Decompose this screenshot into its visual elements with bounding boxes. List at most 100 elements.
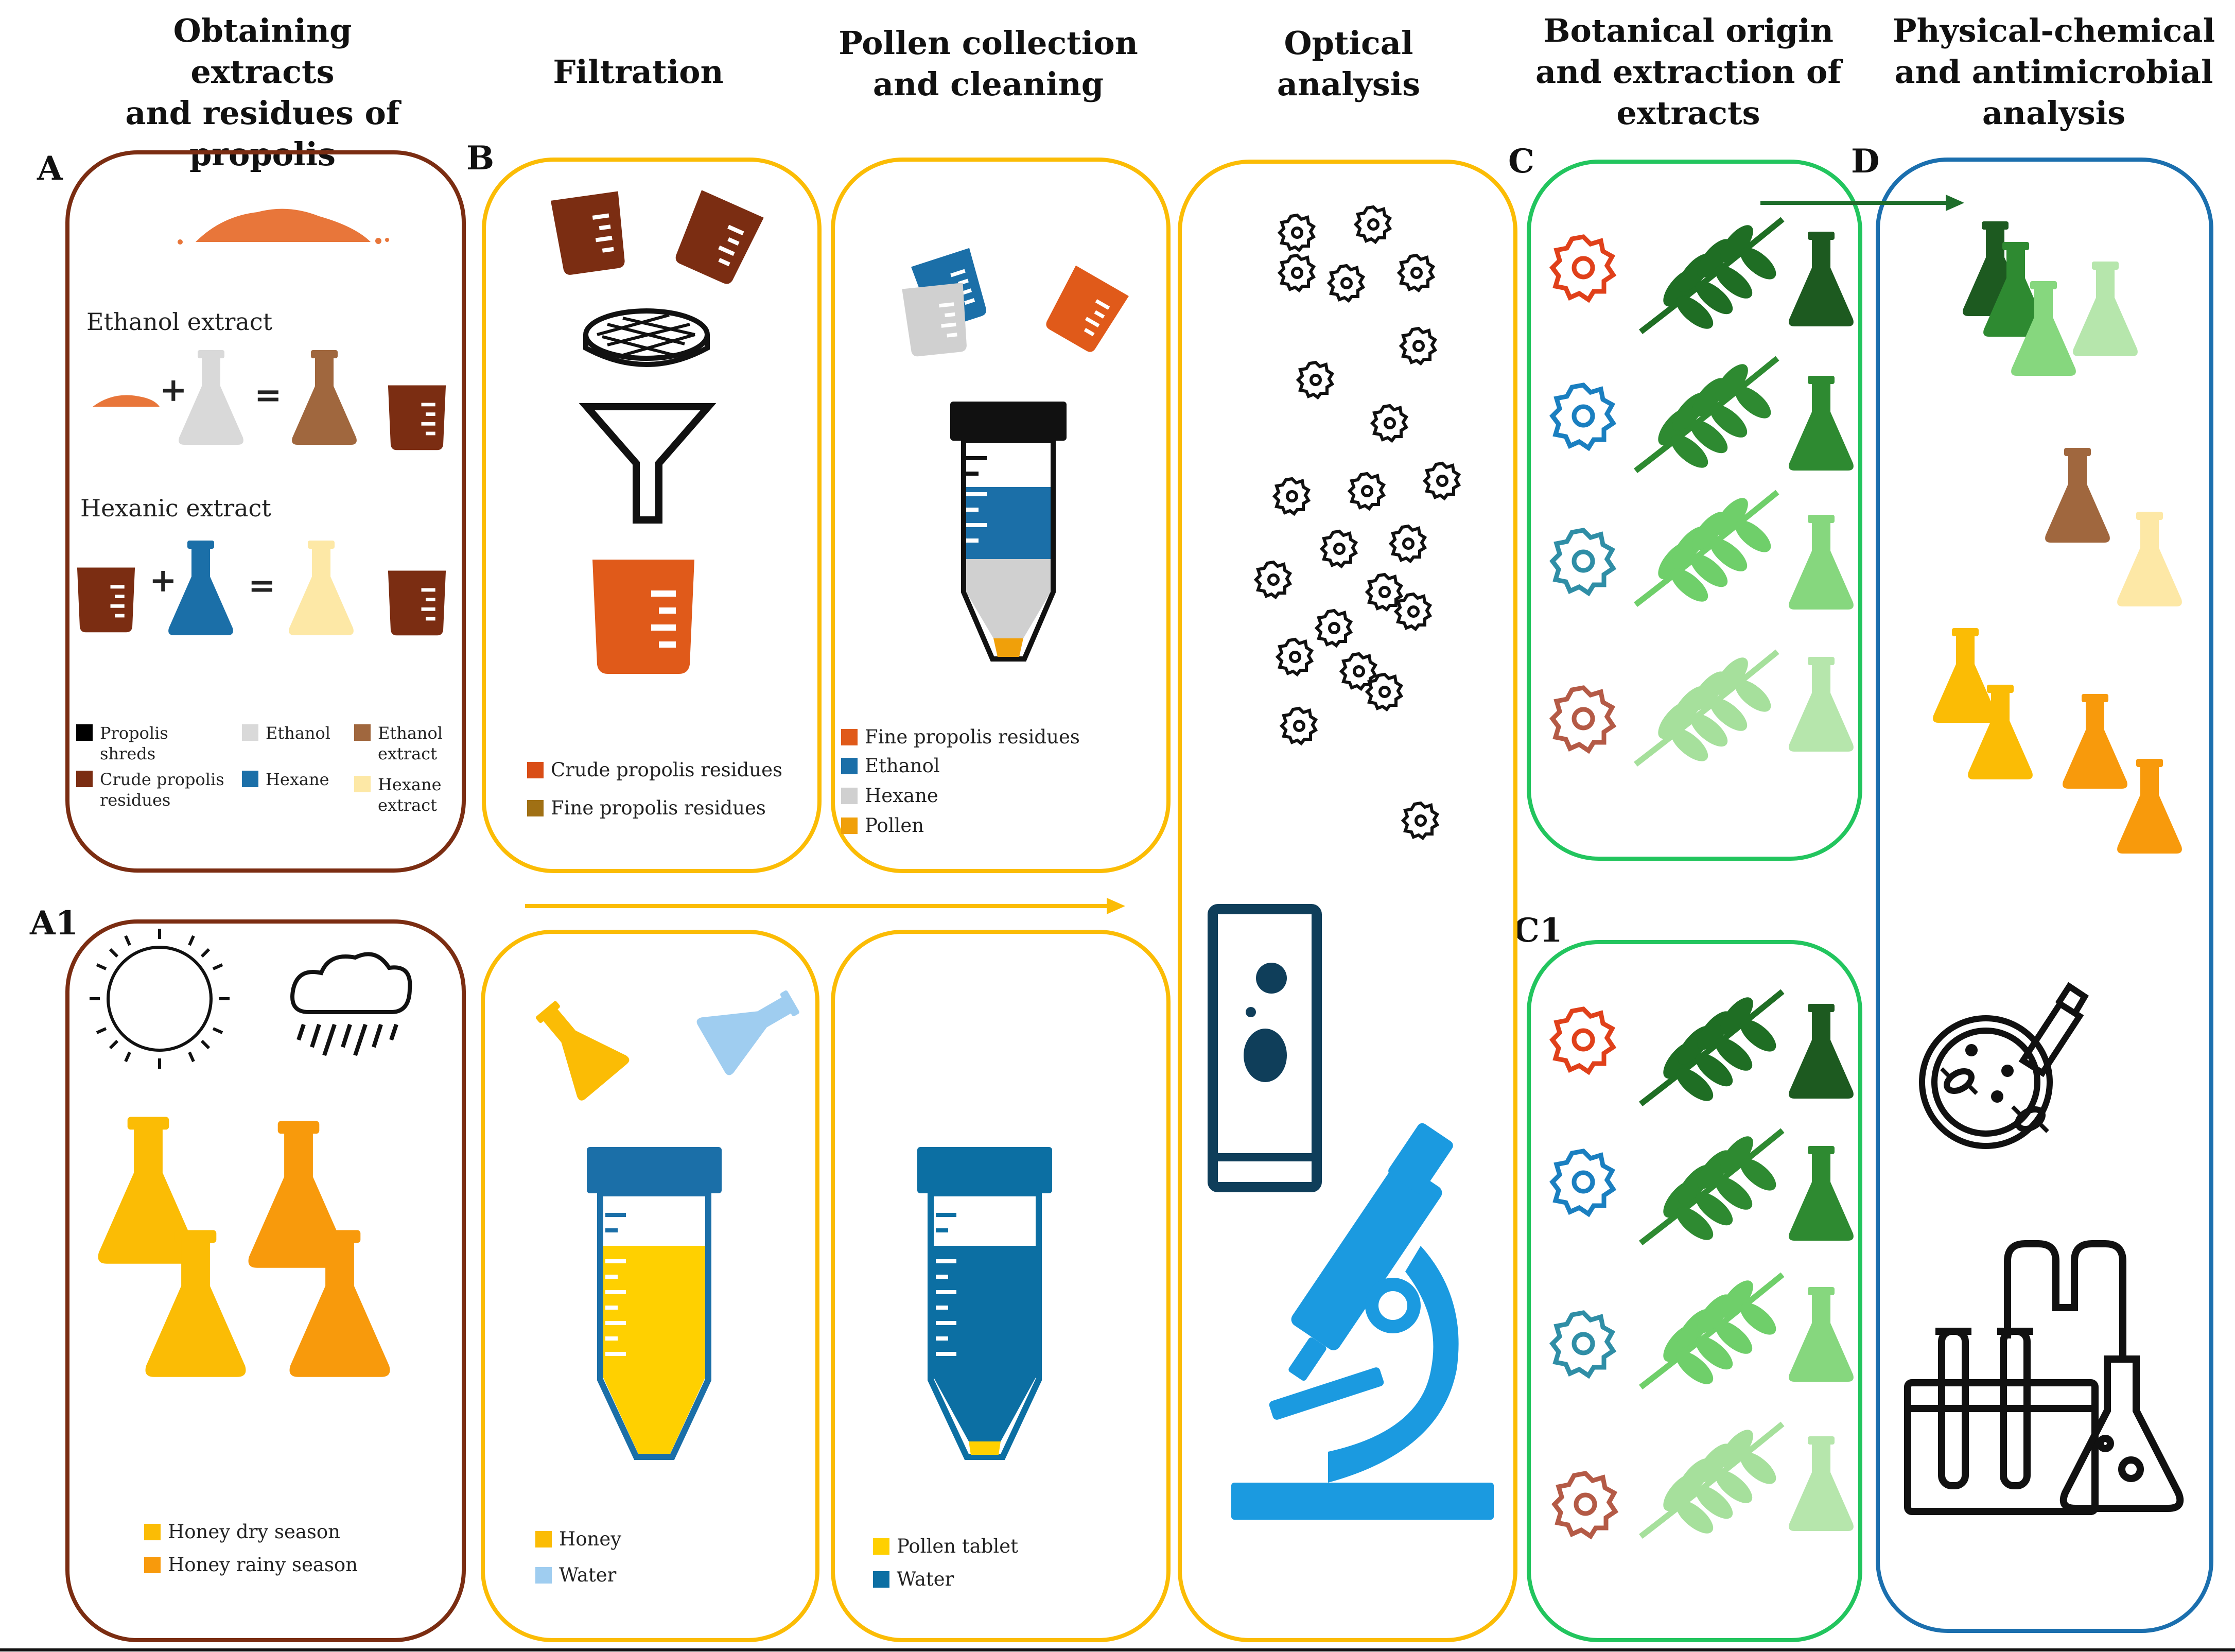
legend-pollen1-tablet: Pollen tablet [873,1535,1018,1558]
panel-b1 [481,930,819,1642]
legend-crude-propolis: Crude propolis residues [76,769,241,810]
header-optical-analysis: Optical analysis [1277,24,1421,103]
honey-tube-icon [587,1147,722,1460]
crude-beaker-icon-2 [77,567,135,633]
pollen-teal-icon-2 [1552,1313,1613,1376]
leaf-icon-5 [1641,992,1783,1106]
leaf-icon-4 [1636,652,1778,767]
panel-pollen [831,158,1171,873]
funnel-icon [579,403,717,524]
ethanol-extract-flask-icon [292,350,357,445]
rain-cloud-icon [290,952,412,1056]
leaf-icon-7 [1641,1275,1783,1389]
pollen-teal-icon [1552,530,1613,593]
legend-hexane-extract: Hexane extract [354,774,462,815]
legend-swatch [873,1538,889,1555]
tilted-beaker-icon-2 [670,190,764,288]
panel-pollen1 [831,930,1171,1642]
letter-c1: C1 [1513,911,1563,950]
plus-sign-1: + [160,371,187,409]
panel-a [65,150,466,873]
legend-swatch [354,776,371,792]
equals-sign-2: = [248,566,276,605]
pollen-blue-icon [1552,385,1613,448]
hexanic-extract-label: Hexanic extract [80,494,271,522]
legend-propolis-shreds: Propolis shreds [76,723,225,764]
header-filtration: Filtration [553,53,724,91]
leaf-icon-8 [1641,1424,1783,1539]
legend-swatch [535,1567,552,1584]
pollen-blue-icon-2 [1552,1151,1613,1214]
panel-c [1527,160,1862,861]
d-flask-orange-icon [2063,694,2127,789]
lab-equipment-icon [1904,1240,2184,1515]
d-flask-pale-green-icon [2073,262,2138,356]
pollen-brown-icon [1552,688,1613,751]
legend-ethanol-extract: Ethanol extract [354,723,462,764]
tilted-beaker-icon [550,191,629,276]
flask-light-green-icon-2 [1789,1287,1854,1382]
letter-a: A [37,149,63,188]
legend-swatch [76,771,93,787]
flask-green-icon-2 [1789,1146,1854,1241]
legend-honey-dry: Honey dry season [144,1521,340,1543]
letter-d: D [1851,142,1880,181]
legend-b1-honey: Honey [535,1528,621,1551]
legend-swatch [144,1524,161,1540]
hexane-flask-icon [168,541,233,635]
orange-beaker-icon [592,560,694,674]
panel-optical [1178,160,1517,1642]
sieve-icon [583,308,710,367]
legend-b-fine: Fine propolis residues [527,797,766,820]
bottom-rule [0,1648,2235,1651]
legend-b1-water: Water [535,1564,616,1587]
ethanol-extract-label: Ethanol extract [86,308,273,336]
leaf-icon-1 [1641,219,1783,334]
flask-green-icon [1789,376,1854,471]
legend-pollen-fine: Fine propolis residues [841,726,1080,749]
orange-beaker-icon-2 [1041,265,1129,356]
header-physical-chemical: Physical-chemical and antimicrobial anal… [1892,12,2215,132]
panel-a1 [65,919,466,1642]
microscope-icon [1231,1123,1494,1520]
pollen-tablet-tube-icon [917,1147,1052,1460]
legend-swatch [242,771,258,787]
crude-beaker-icon-3 [388,570,446,636]
flask-dark-green-icon [1789,232,1854,326]
legend-swatch [841,729,858,745]
legend-pollen-hexane: Hexane [841,785,938,807]
ethanol-flask-icon [179,350,243,445]
petri-dish-icon [1919,982,2089,1149]
yellow-flow-arrow [525,898,1125,914]
leaf-icon-2 [1636,358,1778,473]
header-pollen-collection: Pollen collection and cleaning [839,24,1138,103]
pollen-grains-group [1256,207,1459,838]
honey-tilted-flask-icon [520,988,631,1103]
sun-icon [90,929,230,1069]
flask-pale-green-icon [1789,657,1854,752]
pollen-red-icon [1552,237,1613,300]
equals-sign-1: = [254,376,282,414]
slide-icon [1208,904,1322,1192]
legend-swatch [527,800,544,816]
pollen-red-icon-2 [1552,1009,1613,1072]
flask-dark-green-icon-2 [1789,1004,1854,1099]
pollen-brown-icon-2 [1555,1473,1615,1536]
letter-c: C [1508,142,1534,181]
letter-a1: A1 [30,904,79,943]
panel-d [1876,158,2213,1633]
leaf-icon-6 [1641,1131,1783,1245]
hexane-extract-flask-icon [289,541,354,635]
legend-pollen-ethanol: Ethanol [841,755,940,777]
d-flask-yellow-icon [1933,628,1998,723]
legend-swatch [841,818,858,834]
panel-b [482,158,822,873]
crude-beaker-icon [388,385,446,450]
grey-beaker-icon [902,283,970,358]
centrifuge-tube-icon [950,402,1067,662]
header-botanical-origin: Botanical origin and extraction of extra… [1535,12,1842,132]
propolis-small-icon [93,395,160,407]
d-flask-brown-icon [2045,448,2110,543]
letter-b: B [466,139,495,178]
